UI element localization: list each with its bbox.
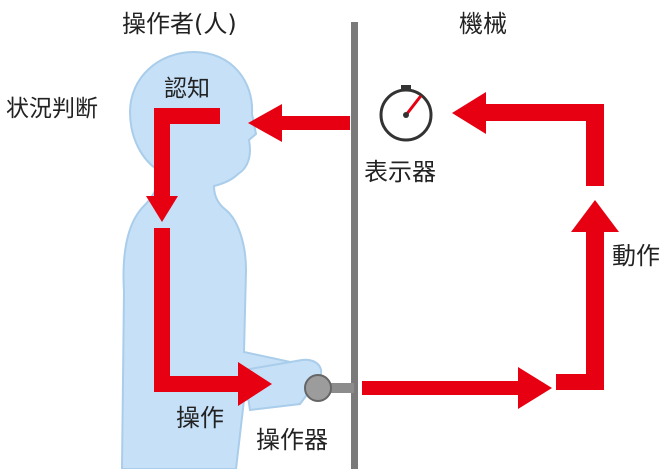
- recognition-label: 認知: [164, 76, 210, 102]
- control-device-label: 操作器: [256, 426, 328, 454]
- operation-label: 操作: [176, 404, 224, 432]
- arrow-judgment-to-operation: [146, 108, 272, 406]
- operator-hand: [242, 358, 323, 412]
- motion-label: 動作: [612, 242, 660, 270]
- arrow-display-to-cognition: [248, 104, 350, 142]
- machine-heading: 機械: [459, 10, 507, 38]
- control-lever: [318, 383, 354, 393]
- arrow-machine-motion: [362, 92, 619, 409]
- gauge-icon: [379, 85, 433, 142]
- judgment-label: 状況判断: [6, 96, 98, 122]
- interface-divider: [351, 22, 358, 469]
- operator-heading: 操作者(人): [122, 10, 237, 38]
- knob-icon: [304, 374, 332, 402]
- display-label: 表示器: [364, 158, 436, 186]
